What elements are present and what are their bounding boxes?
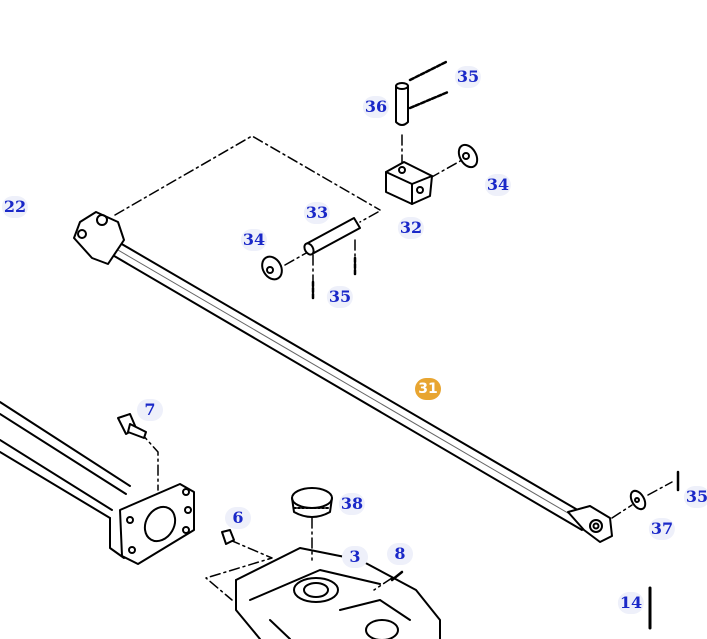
callout-37[interactable]: 37: [648, 518, 676, 540]
cotter-pins-35-mid: [311, 256, 357, 302]
housing-3: [235, 547, 441, 639]
callout-35-top[interactable]: 35: [454, 66, 482, 88]
callout-34-left[interactable]: 34: [240, 229, 268, 251]
pin-33: [303, 217, 361, 256]
callout-22[interactable]: 22: [1, 196, 29, 218]
callout-31-highlighted[interactable]: 31: [415, 378, 441, 400]
callout-36[interactable]: 36: [362, 96, 390, 118]
callout-7[interactable]: 7: [137, 399, 163, 421]
bolt-7: [117, 413, 147, 439]
callout-38[interactable]: 38: [338, 493, 366, 515]
cap-38: [291, 487, 333, 518]
washer-34-left: [261, 255, 283, 281]
washer-34-top: [457, 143, 479, 169]
callout-6[interactable]: 6: [225, 507, 251, 529]
callout-33[interactable]: 33: [303, 202, 331, 224]
callout-35-right[interactable]: 35: [683, 486, 707, 508]
callout-14[interactable]: 14: [617, 592, 645, 614]
block-32: [385, 161, 433, 205]
pin-36: [395, 82, 409, 126]
callout-34-top[interactable]: 34: [484, 174, 512, 196]
callout-35-mid[interactable]: 35: [326, 286, 354, 308]
callout-8[interactable]: 8: [387, 543, 413, 565]
axle-housing: [0, 401, 195, 565]
tie-rod-31: [73, 211, 613, 543]
cotter-pins-35-top: [408, 60, 450, 110]
plug-6: [221, 529, 235, 545]
callout-3[interactable]: 3: [342, 546, 368, 568]
callout-32[interactable]: 32: [397, 217, 425, 239]
washer-37: [629, 489, 647, 511]
